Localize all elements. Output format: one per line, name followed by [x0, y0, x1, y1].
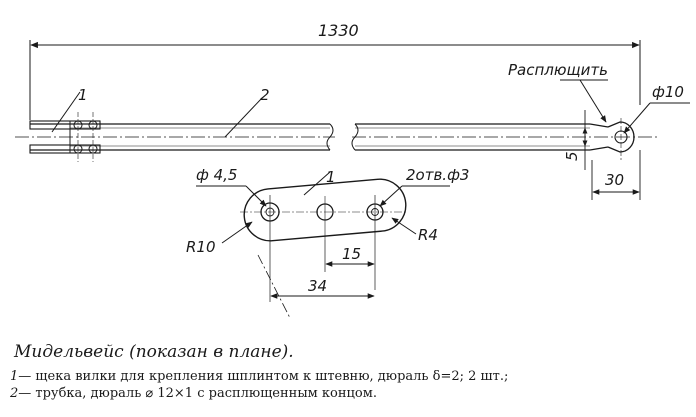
end-hole-label: ф10	[652, 83, 684, 101]
dimension-radius-right: R4	[391, 217, 438, 244]
dimension-end-length: 30	[591, 150, 641, 200]
legend-number: 2	[10, 386, 19, 401]
dimension-end-hole: ф10	[623, 83, 690, 134]
dimension-overall-spacing: 34	[270, 277, 375, 299]
dimension-radius-left: R10	[186, 221, 253, 256]
overall-spacing-label: 34	[308, 277, 327, 295]
dimension-hole-spacing: 15	[324, 240, 375, 272]
flat-thickness-label: 5	[563, 151, 581, 161]
left-hole-label: ф 4,5	[196, 166, 237, 184]
end-length-label: 30	[605, 171, 624, 189]
dimension-two-holes: 2отв.ф3	[379, 166, 469, 207]
part-label-cheek-detail: 1	[326, 168, 336, 186]
cheek-fork-left-end: 1	[29, 86, 101, 162]
figure-caption: Мидельвейс (показан в плане).	[14, 342, 294, 362]
tube-right-segment	[351, 123, 660, 151]
technical-drawing: 1330 1 2	[15, 21, 690, 319]
dimension-total-length: 1330	[29, 21, 641, 120]
legend-text: — трубка, дюраль ⌀ 12×1 с расплющенным к…	[18, 386, 377, 401]
part-label-cheek: 1	[78, 86, 88, 104]
flattened-tube-end	[589, 118, 635, 160]
legend-item-2: 2— трубка, дюраль ⌀ 12×1 с расплющенным …	[10, 386, 377, 401]
radius-left-label: R10	[186, 238, 216, 256]
part-label-tube: 2	[260, 86, 270, 104]
two-holes-label: 2отв.ф3	[406, 166, 469, 184]
dimension-left-hole: ф 4,5	[196, 166, 267, 207]
total-length-label: 1330	[318, 21, 359, 40]
flatten-note-label: Расплющить	[508, 61, 608, 79]
hole-spacing-label: 15	[342, 245, 361, 263]
flatten-note: Расплющить	[508, 61, 608, 123]
legend-number: 1	[10, 369, 19, 384]
radius-right-label: R4	[418, 226, 438, 244]
legend-text: — щека вилки для крепления шплинтом к шт…	[18, 369, 509, 384]
legend-item-1: 1— щека вилки для крепления шплинтом к ш…	[10, 369, 508, 384]
dimension-flat-thickness: 5	[563, 110, 588, 170]
tube-part-label: 2	[224, 86, 270, 138]
cheek-detail-view: 1	[240, 168, 408, 319]
tube-left-segment	[15, 123, 335, 151]
